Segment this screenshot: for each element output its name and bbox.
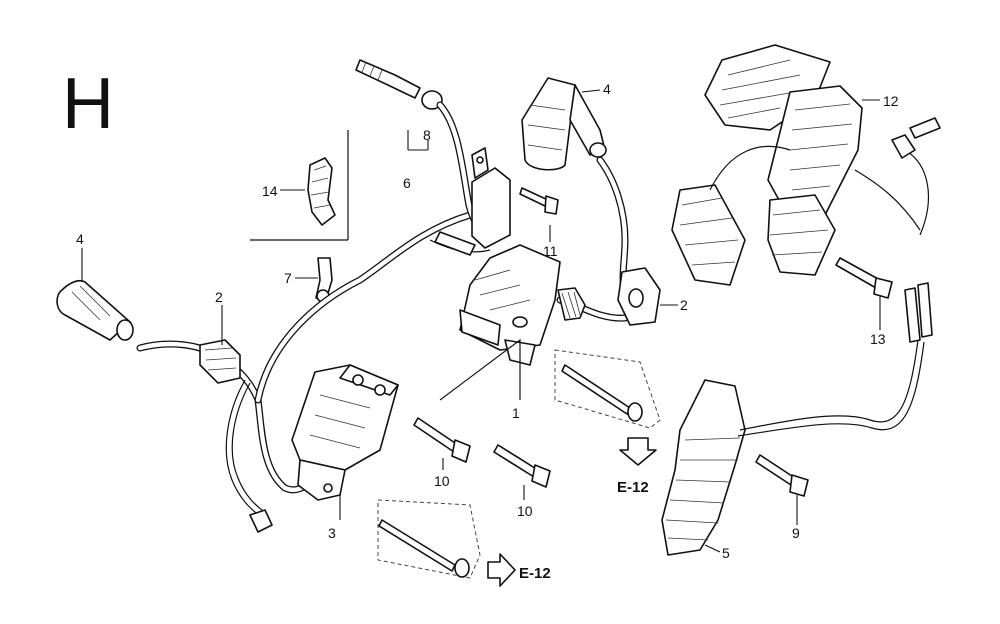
part-9-bolt xyxy=(755,454,809,497)
callout-5: 5 xyxy=(722,545,730,561)
part-4-left-cap xyxy=(56,279,134,341)
callout-13: 13 xyxy=(870,331,886,347)
part-5-exciter-coil xyxy=(661,282,933,556)
callout-14: 14 xyxy=(262,183,278,199)
callout-10-a: 10 xyxy=(434,473,450,489)
reference-arrow-middle xyxy=(619,437,657,466)
part-8-spark-plug xyxy=(355,59,443,110)
callout-8: 8 xyxy=(423,127,431,143)
part-13-bolt xyxy=(835,257,893,299)
reference-label-bottom: E-12 xyxy=(519,565,551,582)
inset-box xyxy=(250,130,349,241)
part-10-bolt-a xyxy=(413,417,471,463)
callout-2-right: 2 xyxy=(680,297,688,313)
part-2-left-grommet xyxy=(199,339,241,384)
callout-2-left: 2 xyxy=(215,289,223,305)
callout-11: 11 xyxy=(543,243,558,259)
leader-lines xyxy=(81,89,881,553)
callout-1: 1 xyxy=(512,405,520,421)
part-2-right-grommet xyxy=(617,267,661,326)
dashed-bolt-set-middle xyxy=(554,349,661,429)
reference-arrow-bottom xyxy=(487,553,516,587)
part-12-charge-coil xyxy=(671,44,941,286)
part-14-clip xyxy=(307,157,336,226)
part-1-ignition-module xyxy=(459,244,586,366)
section-letter: H xyxy=(62,64,114,144)
callout-12: 12 xyxy=(883,93,899,109)
callout-4-upper: 4 xyxy=(603,81,611,97)
reference-label-middle: E-12 xyxy=(617,479,649,496)
callout-6: 6 xyxy=(403,175,411,191)
left-wire-harness xyxy=(136,211,474,519)
callout-3: 3 xyxy=(328,525,336,541)
connector-box xyxy=(429,147,511,256)
dashed-bolt-set-bottom xyxy=(377,499,481,579)
callout-7: 7 xyxy=(284,270,292,286)
part-4-upper-cap xyxy=(521,77,607,171)
part-3-ignition-coil xyxy=(249,364,399,533)
part-11-bolt xyxy=(519,187,559,215)
callout-4-left: 4 xyxy=(76,231,84,247)
callout-9: 9 xyxy=(792,525,800,541)
part-10-bolt-b xyxy=(493,444,551,488)
callout-10-b: 10 xyxy=(517,503,533,519)
